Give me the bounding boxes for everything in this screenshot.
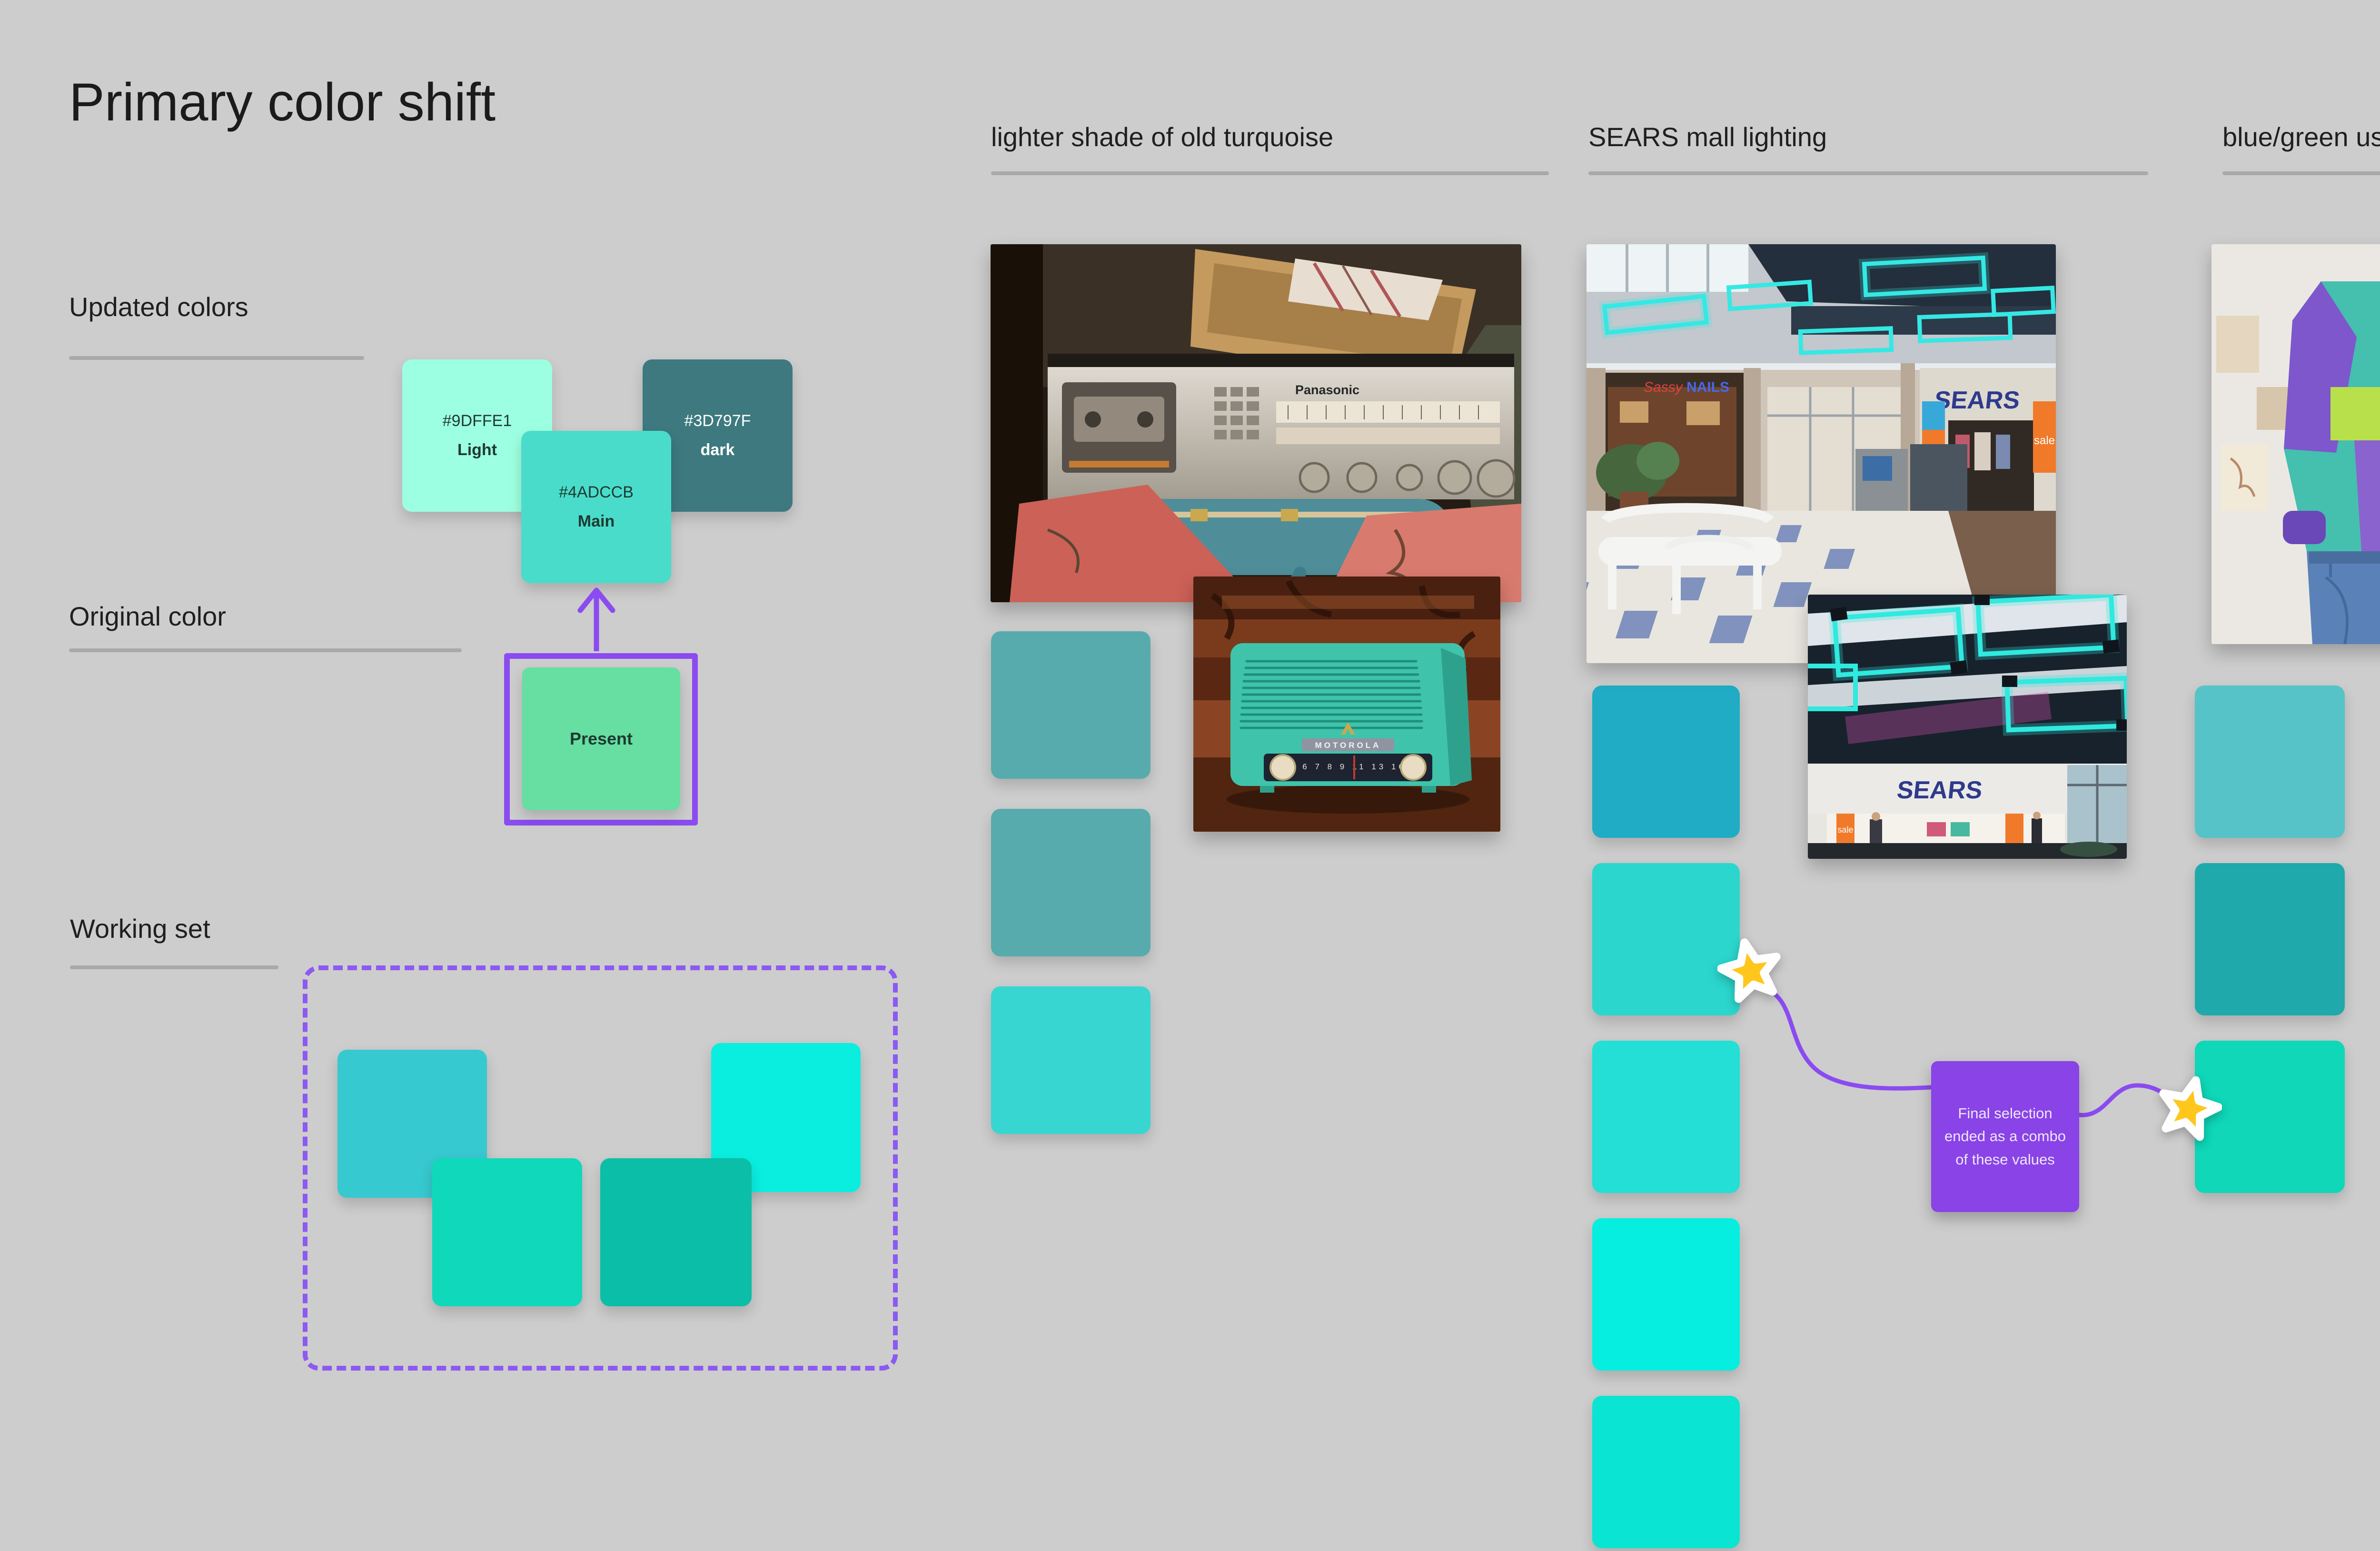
sears-swatch-5[interactable] <box>1592 1396 1740 1548</box>
sears-swatch-2[interactable] <box>1592 863 1740 1015</box>
swatch-light-hex: #9DFFE1 <box>442 412 512 430</box>
swatch-main[interactable]: #4ADCCB Main <box>521 431 671 583</box>
underline-turquoise <box>991 171 1549 175</box>
section-label-updated-colors: Updated colors <box>69 292 248 322</box>
section-label-original-color: Original color <box>69 601 226 631</box>
mall-neon-sign-text: NAILS <box>1686 379 1729 395</box>
column-header-turquoise: lighter shade of old turquoise <box>991 122 1334 152</box>
arrow-up-icon <box>577 587 615 651</box>
section-label-working-set: Working set <box>70 914 210 944</box>
svg-text:5 6 7 8 9 11 13 16: 5 6 7 8 9 11 13 16 <box>1290 762 1406 771</box>
page-title: Primary color shift <box>69 72 496 132</box>
swatch-present[interactable]: Present <box>522 667 680 810</box>
sears-swatch-4[interactable] <box>1592 1218 1740 1371</box>
fashion-swatch-1[interactable] <box>2195 686 2345 838</box>
turquoise-swatch-2[interactable] <box>991 809 1150 956</box>
fashion-swatch-3[interactable] <box>2195 1041 2345 1193</box>
star-icon[interactable] <box>2155 1076 2222 1143</box>
photo-turquoise-radio[interactable]: MOTOROLA 5 6 7 8 9 11 13 16 <box>1193 577 1500 832</box>
sears-swatch-1[interactable] <box>1592 686 1740 838</box>
photo-cassette-deck[interactable]: Panasonic <box>991 244 1521 602</box>
sears-swatch-3[interactable] <box>1592 1041 1740 1193</box>
working-swatch-3[interactable] <box>432 1158 582 1306</box>
column-header-sears: SEARS mall lighting <box>1588 122 1827 152</box>
swatch-dark-name: dark <box>700 441 735 459</box>
present-selection-border <box>504 653 698 825</box>
annotation-note-text: Final selection ended as a combo of thes… <box>1944 1105 2066 1168</box>
column-header-fashion: blue/green used in 80's fashion <box>2222 122 2380 152</box>
underline-original-color <box>69 648 462 652</box>
annotation-note[interactable]: Final selection ended as a combo of thes… <box>1931 1061 2079 1212</box>
ceiling-sears-text: SEARS <box>1895 776 1983 804</box>
swatch-present-name: Present <box>569 729 633 748</box>
sale-banner-text-2: sale <box>2034 434 2055 447</box>
turquoise-swatch-1[interactable] <box>991 631 1150 779</box>
working-swatch-4[interactable] <box>600 1158 752 1306</box>
swatch-main-name: Main <box>577 512 615 530</box>
turquoise-swatch-3[interactable] <box>991 986 1150 1134</box>
ceiling-sale-text: sale <box>1837 825 1853 835</box>
sears-sign-text: SEARS <box>1933 387 2021 414</box>
radio-brand-text: MOTOROLA <box>1315 741 1381 750</box>
cassette-brand-text: Panasonic <box>1295 383 1359 397</box>
fashion-swatch-2[interactable] <box>2195 863 2345 1015</box>
underline-fashion <box>2222 171 2380 175</box>
svg-text:Sassy: Sassy <box>1644 379 1684 395</box>
working-set-frame[interactable] <box>303 965 898 1371</box>
underline-updated-colors <box>69 356 364 360</box>
underline-working-set <box>70 965 278 969</box>
swatch-main-hex: #4ADCCB <box>559 483 634 501</box>
photo-mall-atrium[interactable]: Sassy NAILS SEARS sale sale <box>1587 244 2056 663</box>
underline-sears <box>1588 171 2148 175</box>
star-icon[interactable] <box>1717 938 1784 1005</box>
swatch-light-name: Light <box>457 441 497 459</box>
photo-80s-windbreaker[interactable] <box>2211 244 2380 644</box>
swatch-dark-hex: #3D797F <box>684 412 751 430</box>
photo-sears-neon-ceiling[interactable]: SEARS sale <box>1808 595 2127 859</box>
